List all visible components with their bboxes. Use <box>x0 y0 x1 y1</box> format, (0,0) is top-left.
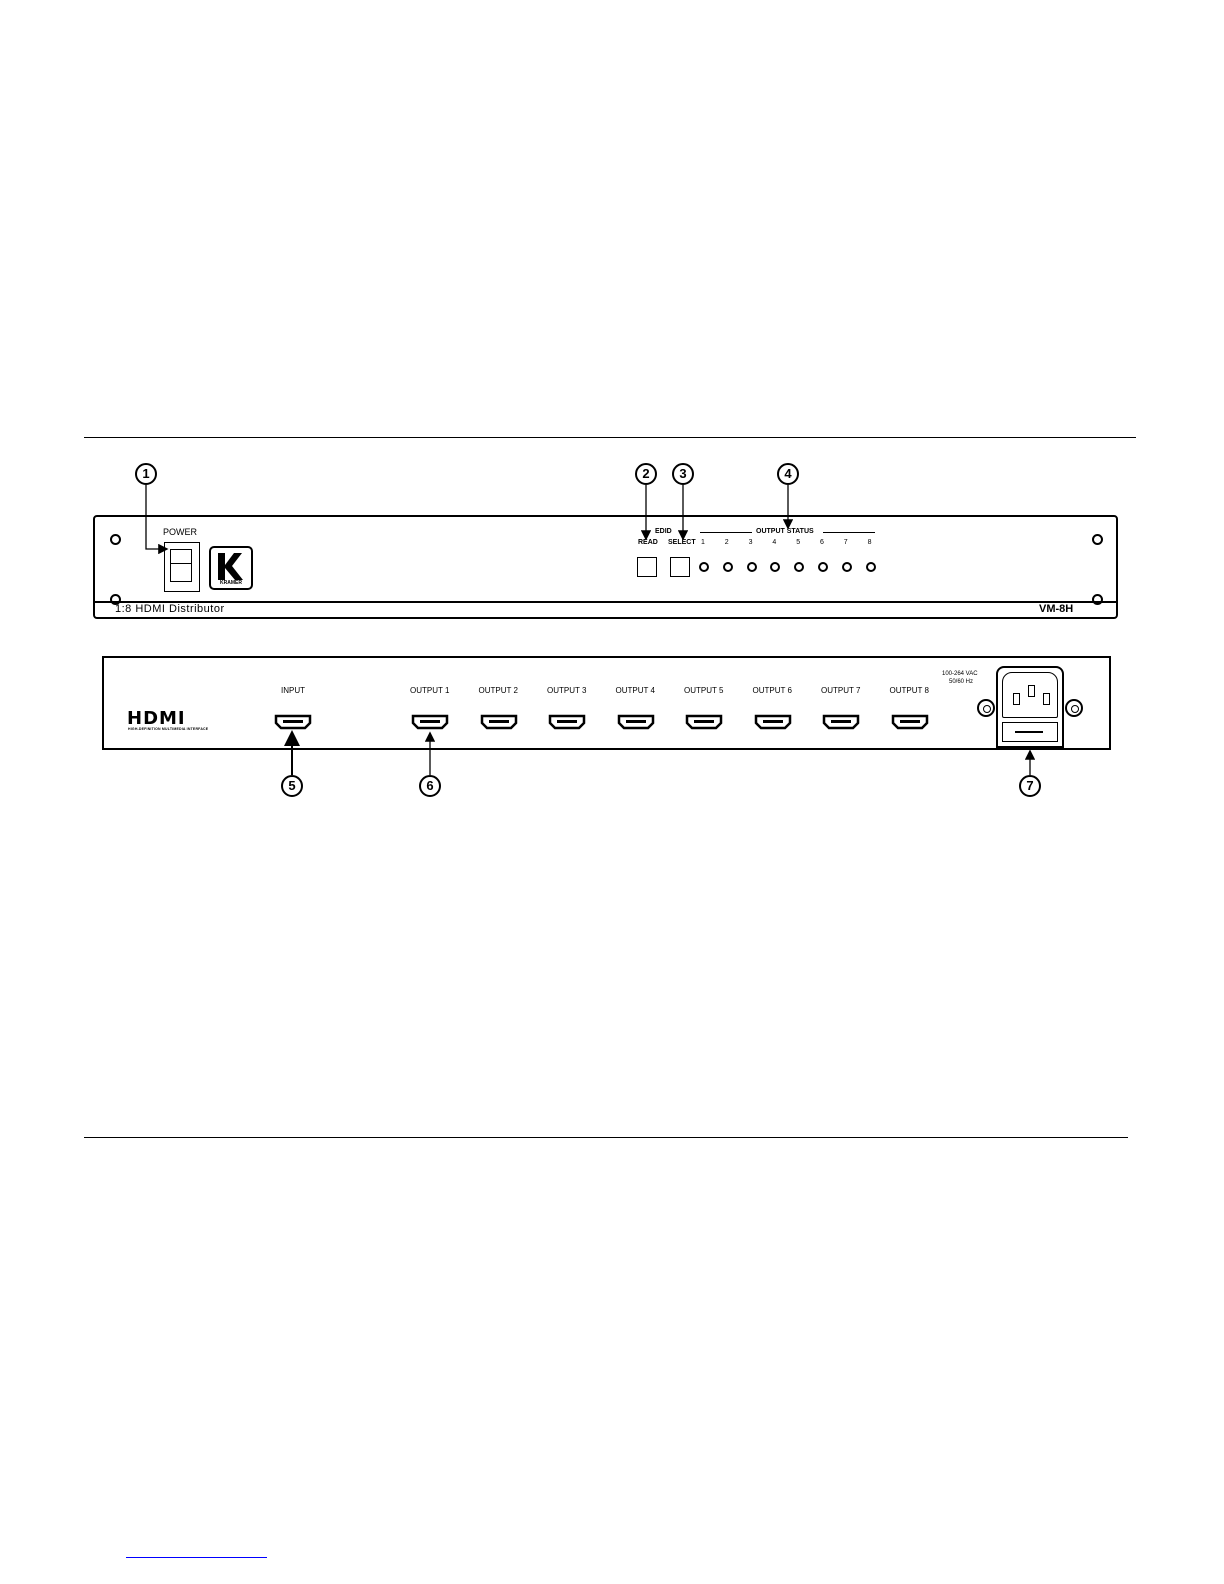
callout-6: 6 <box>419 775 441 797</box>
callout-4: 4 <box>777 463 799 485</box>
callout-5: 5 <box>281 775 303 797</box>
callout-3: 3 <box>672 463 694 485</box>
callout-7: 7 <box>1019 775 1041 797</box>
callout-1: 1 <box>135 463 157 485</box>
callout-2: 2 <box>635 463 657 485</box>
